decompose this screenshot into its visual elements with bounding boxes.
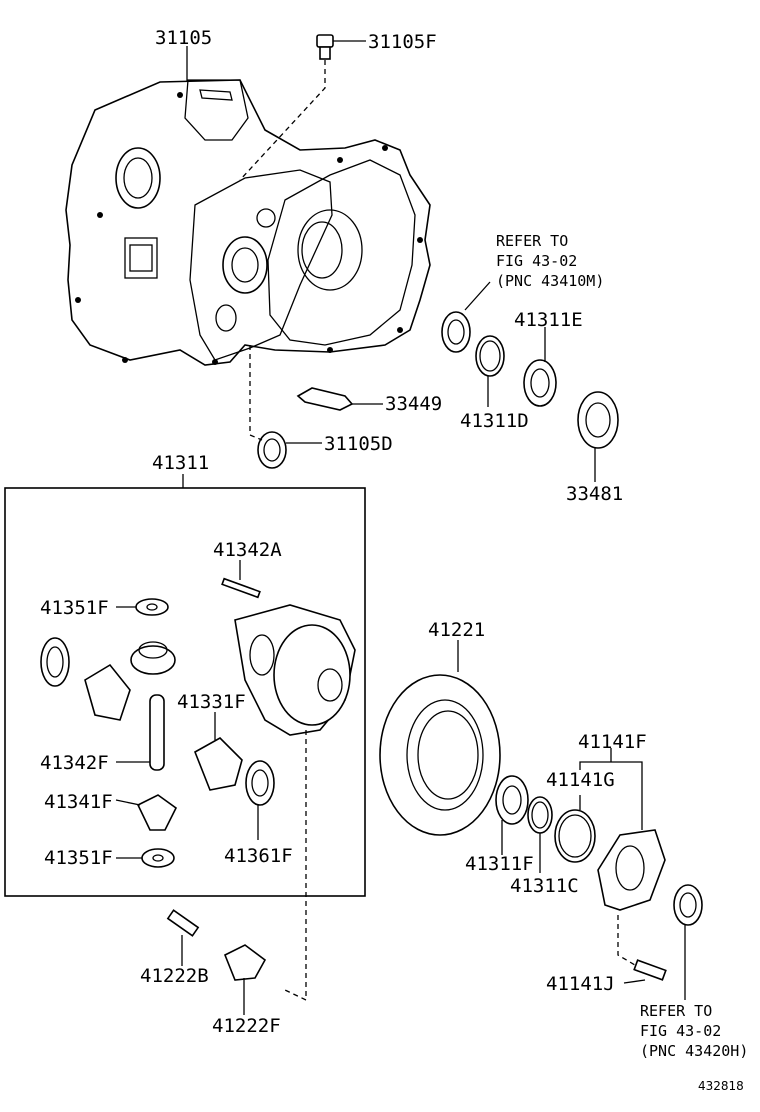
o-ring-41141g — [554, 809, 596, 863]
washer-41351f-top — [135, 598, 169, 616]
label-41222f: 41222F — [212, 1015, 281, 1037]
vent-plug — [316, 34, 334, 60]
side-gear-41341f — [136, 794, 178, 831]
transaxle-housing — [65, 79, 431, 366]
bearing-41311f — [495, 775, 529, 825]
label-41311f: 41311F — [465, 853, 534, 875]
bearing-41311e — [523, 359, 557, 407]
label-41311d: 41311D — [460, 410, 529, 432]
refer-bottom-line1: REFER TO — [640, 1002, 712, 1020]
shim-41311d — [475, 335, 505, 377]
differential-case — [234, 604, 356, 736]
thrust-washer-41361f — [245, 760, 275, 806]
refer-top-line2: FIG 43-02 — [496, 252, 577, 270]
label-41331f: 41331F — [177, 691, 246, 713]
label-41351f-bottom: 41351F — [44, 847, 113, 869]
differential-assembly-box — [4, 487, 366, 897]
figure-number: 432818 — [698, 1079, 744, 1093]
label-41342a: 41342A — [213, 539, 282, 561]
ring-gear — [379, 674, 501, 836]
label-31105d: 31105D — [324, 433, 393, 455]
refer-bottom-line2: FIG 43-02 — [640, 1022, 721, 1040]
label-41311: 41311 — [152, 452, 209, 474]
washer-41351f-bottom — [141, 848, 175, 868]
label-31105f: 31105F — [368, 31, 437, 53]
refer-top-line1: REFER TO — [496, 232, 568, 250]
label-41141g: 41141G — [546, 769, 615, 791]
label-41361f: 41361F — [224, 845, 293, 867]
oil-seal-refer — [441, 311, 471, 353]
oil-seal-33481 — [577, 391, 619, 449]
label-41341f: 41341F — [44, 791, 113, 813]
bolt-41222b — [166, 909, 200, 937]
label-41141j: 41141J — [546, 973, 615, 995]
oil-seal-right — [673, 884, 703, 926]
bolt-41141j — [633, 959, 667, 981]
label-41221: 41221 — [428, 619, 485, 641]
pinion-gear-left — [84, 663, 131, 721]
refer-top-line3: (PNC 43410M) — [496, 272, 604, 290]
side-gear-top — [130, 641, 176, 675]
lock-plate-41222f — [223, 944, 267, 981]
label-31105: 31105 — [155, 27, 212, 49]
bearing-retainer — [597, 829, 666, 911]
label-41342f: 41342F — [40, 752, 109, 774]
label-41311c: 41311C — [510, 875, 579, 897]
pinion-shaft — [149, 694, 165, 771]
thrust-washer-left — [40, 637, 70, 687]
label-41222b: 41222B — [140, 965, 209, 987]
pinion-gear-41331f — [193, 737, 243, 791]
label-33449: 33449 — [385, 393, 442, 415]
refer-bottom-line3: (PNC 43420H) — [640, 1042, 748, 1060]
pin-41342a — [221, 577, 261, 599]
label-41311e: 41311E — [514, 309, 583, 331]
label-41141f: 41141F — [578, 731, 647, 753]
label-33481: 33481 — [566, 483, 623, 505]
label-41351f-top: 41351F — [40, 597, 109, 619]
plate-33449 — [296, 387, 354, 411]
oil-seal-31105d — [257, 431, 287, 469]
